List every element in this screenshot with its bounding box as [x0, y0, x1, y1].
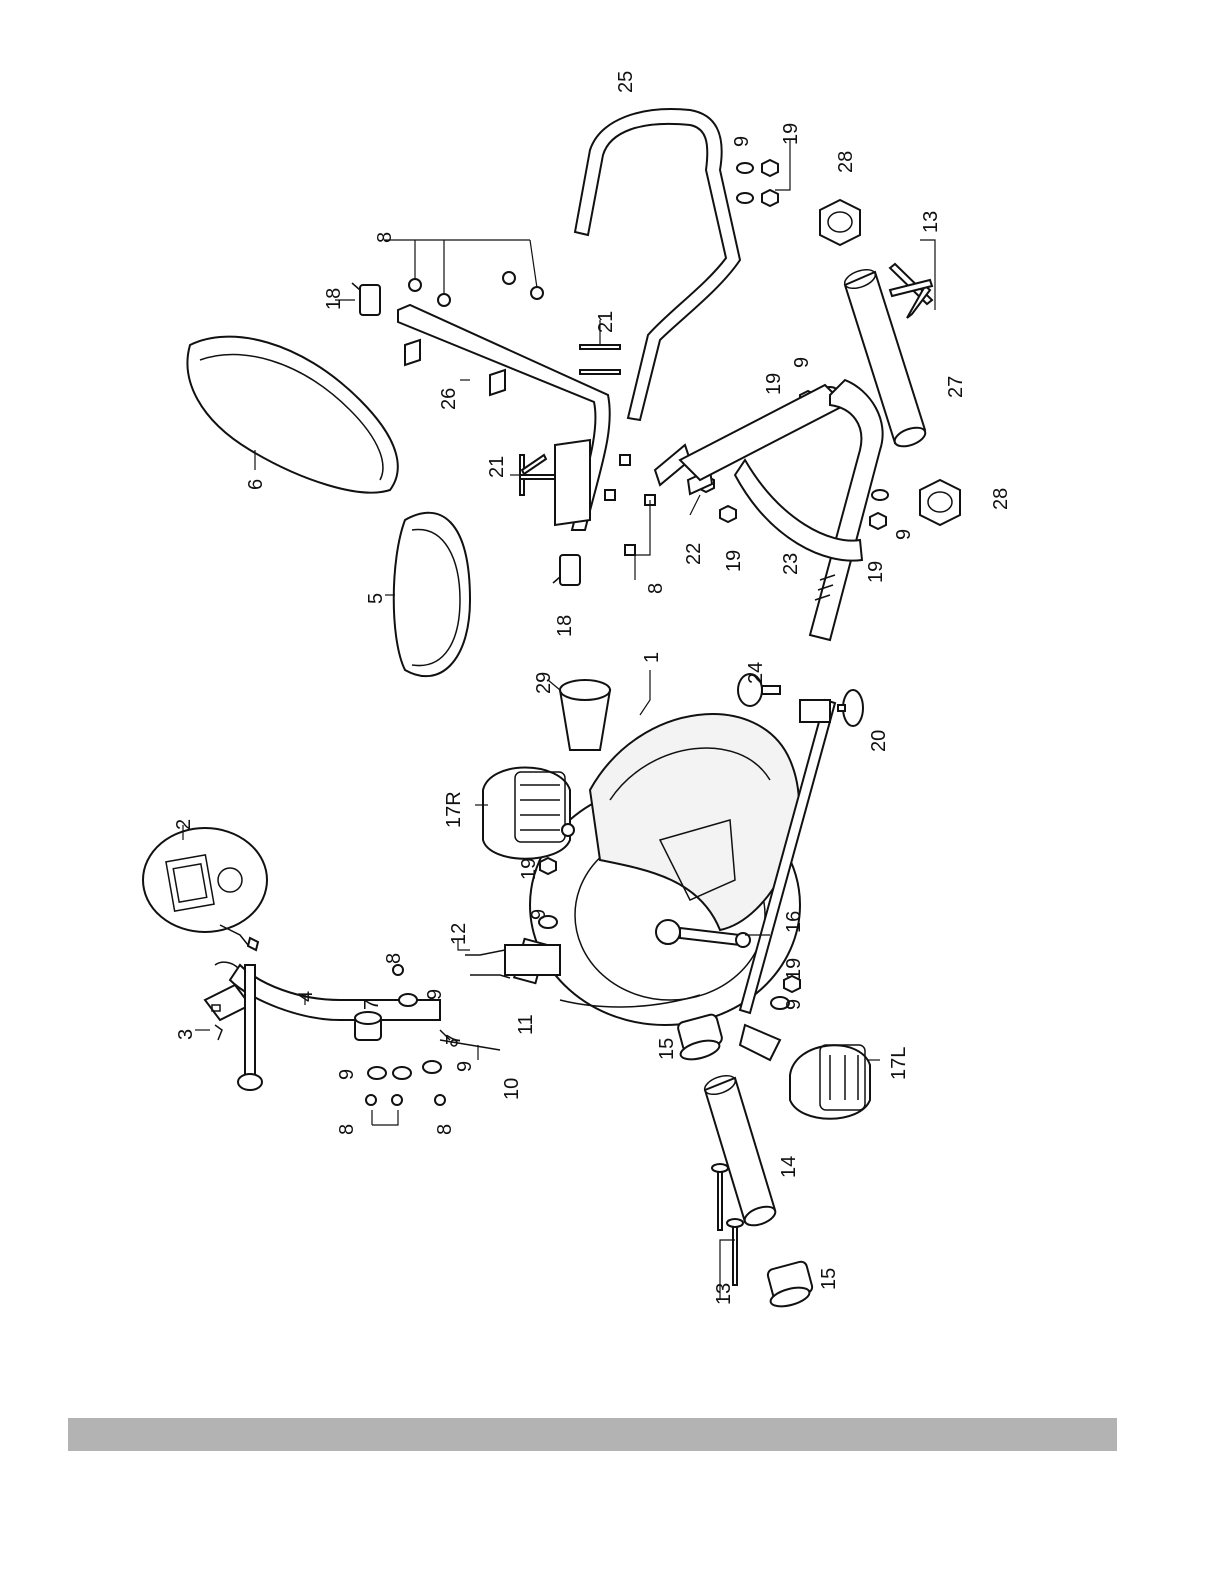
label-part-19f: 19 — [865, 561, 887, 583]
label-part-7b: 7 — [443, 1034, 465, 1045]
part-23-seat-frame — [680, 380, 883, 640]
label-part-7a: 7 — [361, 999, 383, 1010]
label-part-3: 3 — [175, 1029, 197, 1040]
part-17L-left-pedal — [790, 1045, 870, 1119]
label-part-19d: 19 — [763, 373, 785, 395]
part-17R-right-pedal — [483, 768, 574, 859]
label-part-9e: 9 — [783, 999, 805, 1010]
label-part-25: 25 — [615, 71, 637, 93]
part-29-bottle-holder — [560, 680, 610, 750]
label-part-29: 29 — [533, 672, 555, 694]
label-part-1: 1 — [641, 652, 663, 663]
label-part-9b: 9 — [336, 1069, 358, 1080]
label-part-5: 5 — [365, 593, 387, 604]
label-part-16: 16 — [783, 911, 805, 933]
label-part-17R: 17R — [443, 791, 465, 828]
label-part-9d: 9 — [528, 909, 550, 920]
label-part-19b: 19 — [783, 958, 805, 980]
label-part-15a: 15 — [656, 1038, 678, 1060]
label-part-28b: 28 — [990, 488, 1012, 510]
label-part-4: 4 — [295, 991, 317, 1002]
label-part-13a: 13 — [713, 1283, 735, 1305]
label-part-24: 24 — [745, 662, 767, 684]
label-part-2: 2 — [173, 819, 195, 830]
footer-bar — [68, 1418, 1117, 1451]
label-part-19c: 19 — [780, 123, 802, 145]
label-part-8e: 8 — [645, 583, 667, 594]
label-part-6: 6 — [245, 479, 267, 490]
label-part-18a: 18 — [323, 288, 345, 310]
label-part-8b: 8 — [336, 1124, 358, 1135]
label-part-12: 12 — [448, 923, 470, 945]
label-part-19e: 19 — [723, 550, 745, 572]
part-20-leveler — [838, 690, 863, 726]
label-part-9f: 9 — [731, 136, 753, 147]
label-part-17L: 17L — [888, 1047, 910, 1080]
label-part-9h: 9 — [893, 529, 915, 540]
label-part-20: 20 — [868, 730, 890, 752]
label-part-11: 11 — [515, 1014, 537, 1035]
label-part-28a: 28 — [835, 151, 857, 173]
part-14-front-stabilizer — [702, 1072, 778, 1229]
part-2-console — [143, 828, 267, 950]
label-part-13b: 13 — [920, 211, 942, 233]
label-part-23: 23 — [780, 553, 802, 575]
label-part-27: 27 — [945, 376, 967, 398]
part-5-seat-cushion — [394, 513, 470, 676]
label-part-22: 22 — [683, 543, 705, 565]
part-6-backrest — [188, 337, 398, 493]
label-part-26: 26 — [438, 388, 460, 410]
label-part-9c: 9 — [454, 1061, 476, 1072]
label-part-10: 10 — [501, 1078, 523, 1100]
label-part-18b: 18 — [554, 615, 576, 637]
label-part-9g: 9 — [791, 357, 813, 368]
label-part-14: 14 — [778, 1156, 800, 1178]
label-part-8c: 8 — [434, 1124, 456, 1135]
part-3-wire-clip — [215, 1025, 222, 1040]
label-part-21b: 21 — [595, 311, 617, 333]
label-part-8d: 8 — [374, 232, 396, 243]
label-part-9a: 9 — [424, 989, 446, 1000]
label-part-8a: 8 — [383, 953, 405, 964]
part-26-seat-rail — [398, 305, 610, 530]
label-part-15b: 15 — [818, 1268, 840, 1290]
label-part-21a: 21 — [486, 456, 508, 478]
label-part-19a: 19 — [518, 858, 540, 880]
